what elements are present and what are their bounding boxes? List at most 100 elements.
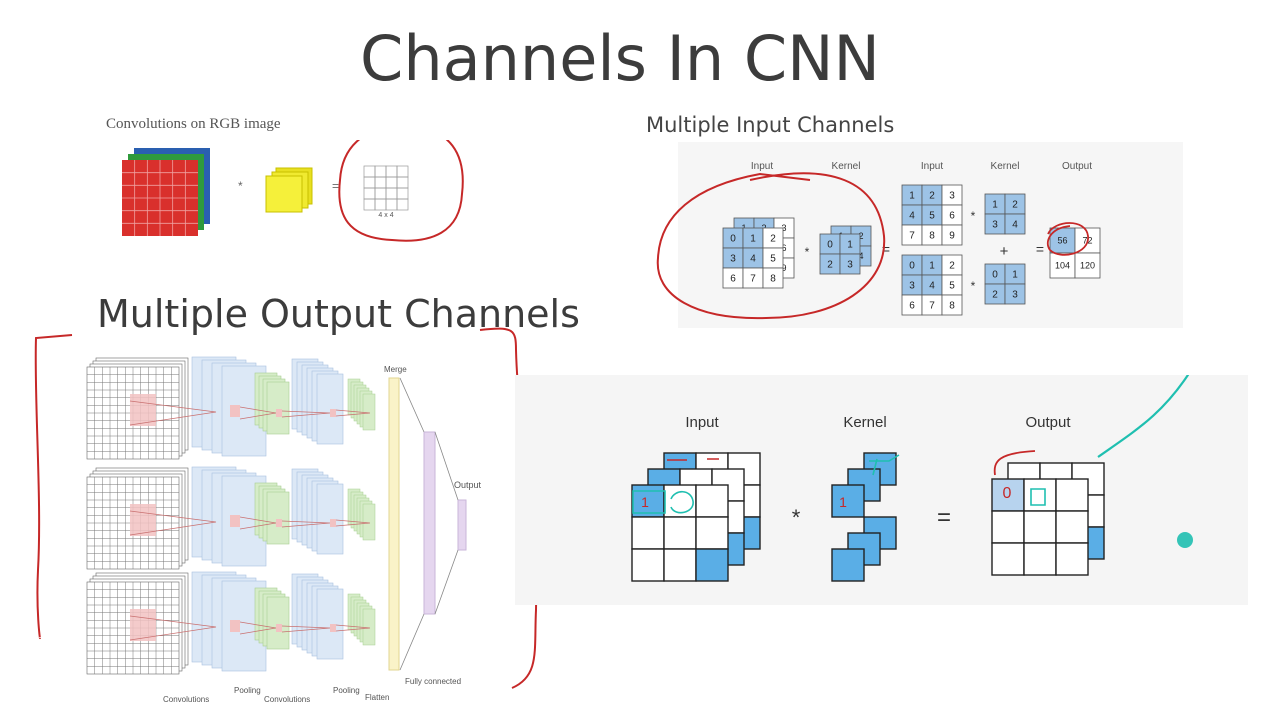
io-output-label: Output (1025, 414, 1071, 431)
io-output-annotation: 0 (1003, 485, 1012, 502)
rgb-output-cell (385, 198, 398, 211)
kernel-front (265, 175, 303, 213)
rgb-convolution-figure: * = 4 x 4 (122, 140, 464, 242)
pool-feature-map (266, 381, 290, 435)
kernel-channel-0-value: 1 (1012, 270, 1018, 281)
input-channel-0-cell (941, 294, 963, 316)
kernel-channel-1-value: 4 (1012, 220, 1018, 231)
input-channel-0-value: 4 (929, 281, 935, 292)
io-output-front-cell (1023, 510, 1057, 544)
stacked-kernel-front-value: 3 (847, 260, 853, 271)
input-channel-1-value: 5 (929, 211, 935, 222)
stacked-input-back-value: 9 (781, 263, 786, 273)
output-label: Output (454, 480, 482, 490)
rgb-output-cell (374, 165, 387, 178)
input-channel-0-value: 5 (949, 281, 955, 292)
io-input-stack (631, 452, 761, 582)
io-eq-operator: = (937, 504, 951, 531)
stacked-input-front-value: 6 (730, 274, 736, 285)
io-input-front-cell (663, 516, 697, 550)
rgb-output-cell (374, 176, 387, 189)
io-kernel-stack (831, 452, 897, 582)
io-input-front-cell (695, 484, 729, 518)
io-output-front-cell (991, 510, 1025, 544)
io-input-annotation: 1 (641, 494, 649, 510)
stacked-kernel-back-value: 2 (858, 231, 863, 241)
output-value: 104 (1055, 261, 1070, 271)
stacked-kernel-front-value: 1 (847, 240, 853, 251)
red-channel-grid (122, 160, 198, 236)
conv-kernel-window (230, 515, 240, 527)
cnn-branches (86, 356, 376, 675)
stacked-input-front-value: 1 (750, 234, 756, 245)
pool2-feature-map (362, 503, 376, 541)
rgb-caption: Convolutions on RGB image (106, 116, 281, 132)
multi-input-eq-operator: = (882, 241, 890, 257)
input-channel-0-value: 0 (909, 261, 915, 272)
output-cell (1074, 252, 1101, 279)
fully-connected-bar (423, 431, 436, 615)
conv2-kernel-window (330, 409, 336, 417)
cnn-branch-3 (86, 571, 376, 675)
io-kernel-teal-marks (869, 454, 900, 476)
pool-kernel-window (276, 624, 282, 632)
teal-annotation-stroke (1097, 375, 1190, 458)
kernel-channel-1-cell (1004, 213, 1026, 235)
kernel-channel-1-value: 2 (1012, 200, 1018, 211)
rgb-output-cell (396, 198, 409, 211)
label-fully-connected: Fully connected (405, 677, 461, 686)
input-channel-1-value: 1 (909, 191, 915, 202)
rgb-output-cell (396, 187, 409, 200)
conv-kernel-window (230, 405, 240, 417)
io-diagram: Input Kernel Output * = 1 1 0 (515, 375, 1248, 605)
conv2-kernel-window (330, 624, 336, 632)
rgb-output-cell (396, 165, 409, 178)
channel1-mul-operator: * (971, 209, 976, 223)
slide-title: Channels In CNN (360, 22, 880, 95)
cnn-branch-2 (86, 466, 376, 570)
left-bracket-annotation (34, 334, 73, 640)
pool-feature-map (266, 596, 290, 650)
rgb-output-cell (363, 187, 376, 200)
label-flatten: Flatten (365, 693, 389, 702)
multi-input-heading: Multiple Input Channels (646, 113, 895, 137)
io-input-teal-circle (670, 490, 694, 514)
input-channel-1-cell (941, 224, 963, 246)
pool2-feature-map (362, 393, 376, 431)
input-channel-1-value: 8 (929, 231, 935, 242)
io-diagram-background (515, 375, 1248, 605)
input-channel-0-value: 2 (949, 261, 955, 272)
output-cell (1049, 252, 1076, 279)
io-input-front-cell (631, 548, 665, 582)
stacked-input-front-value: 7 (750, 274, 756, 285)
stacked-input-front-value: 8 (770, 274, 776, 285)
io-output-front-cell (1055, 542, 1089, 576)
conv-kernel-window (230, 620, 240, 632)
multi-input-mul-operator: * (805, 245, 810, 259)
fc-connection-lines (399, 377, 459, 671)
cnn-branch-1 (86, 356, 376, 460)
input-channel-1-value: 3 (949, 191, 955, 202)
io-input-label: Input (685, 414, 719, 431)
pool-kernel-window (276, 519, 282, 527)
io-output-teal-box (1030, 488, 1046, 506)
rgb-output-grid (363, 165, 409, 211)
kernel-channel-1-value: 3 (992, 220, 998, 231)
rgb-output-cell (385, 187, 398, 200)
io-output-front-cell (991, 542, 1025, 576)
io-input-front-cell (631, 516, 665, 550)
input-channel-1-value: 4 (909, 211, 915, 222)
io-output-front-cell (1023, 542, 1057, 576)
stacked-input-front-value: 0 (730, 234, 736, 245)
io-input-front-cell (663, 548, 697, 582)
rgb-output-cell (396, 176, 409, 189)
io-kernel-bottom-2 (831, 548, 865, 582)
io-kernel-label: Kernel (843, 414, 886, 431)
io-input-teal-box (632, 490, 666, 514)
input-channel-0-value: 3 (909, 281, 915, 292)
stacked-kernel-front-value: 0 (827, 240, 833, 251)
input-channel-0-value: 7 (929, 301, 935, 312)
label-convolutions-2: Convolutions (264, 695, 310, 704)
